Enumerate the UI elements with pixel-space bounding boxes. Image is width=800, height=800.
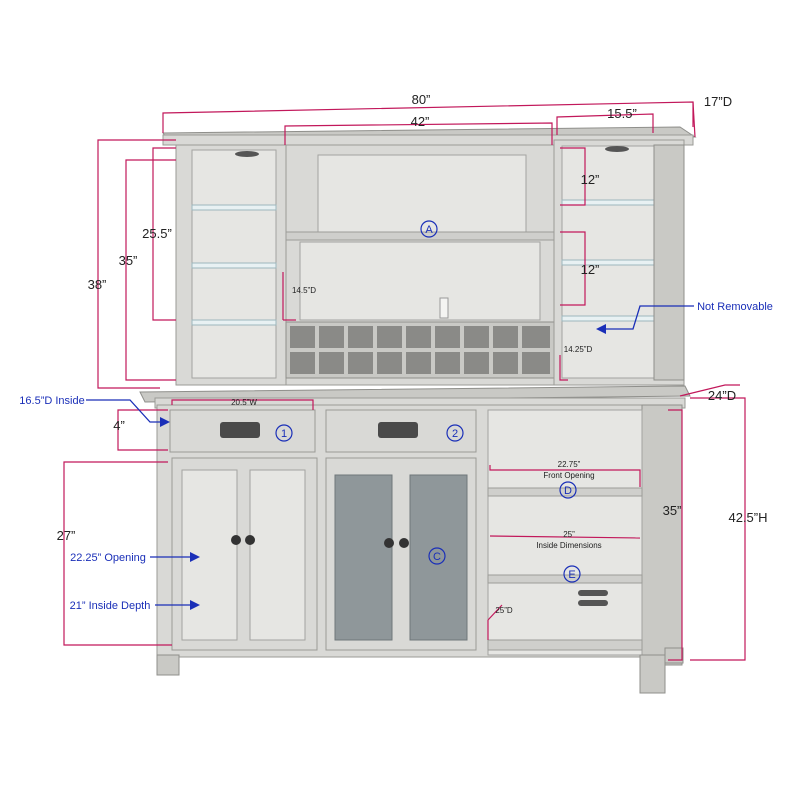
door-panel — [249, 469, 306, 641]
center-width-label: 42” — [411, 114, 430, 129]
light-icon — [605, 146, 629, 152]
knob-icon — [384, 538, 394, 548]
open-shelf — [487, 487, 643, 497]
leg — [156, 654, 180, 676]
base-cabinet — [139, 385, 691, 694]
seeded-glass — [334, 474, 393, 641]
not-removable-label: Not Removable — [697, 301, 773, 313]
open-depth-label: 25”D — [495, 606, 513, 615]
letter-markers: A 1 2 C D E — [275, 220, 581, 583]
glass-shelf — [561, 199, 655, 206]
overall-width-label: 80” — [412, 92, 431, 107]
inside-dim-label: Inside Dimensions — [536, 541, 601, 550]
marker-2-circle — [446, 424, 464, 442]
shelf-gap-mid-label: 12” — [581, 262, 600, 277]
center-shelf — [285, 231, 555, 241]
marker-e: E — [568, 569, 575, 581]
callout-labels: Not Removable 16.5”D Inside 22.25” Openi… — [19, 301, 773, 612]
glass-shelf — [191, 204, 277, 211]
left-mid-label: 35” — [119, 253, 138, 268]
drawer-height-label: 4” — [113, 418, 125, 433]
inside-dim-value: 25” — [563, 530, 575, 539]
hutch-top — [162, 126, 697, 386]
seeded-glass — [409, 474, 468, 641]
cord-hole-icon — [578, 600, 608, 606]
inside-depth-label: 21” Inside Depth — [70, 600, 151, 612]
drawer-width-label: 20.5”W — [231, 398, 257, 407]
leg — [664, 647, 684, 664]
shelf-gap-top-label: 12” — [581, 172, 600, 187]
marker-d-circle — [559, 481, 577, 499]
left-total-label: 38” — [88, 277, 107, 292]
knob-icon — [245, 535, 255, 545]
knob-icon — [231, 535, 241, 545]
marker-c-circle — [428, 547, 446, 565]
center-depth-label: 14.5”D — [292, 286, 316, 295]
marker-1: 1 — [281, 428, 287, 440]
dimension-labels: 80” 17”D 42” 15.5” 12” 12” 25.5” 35” 38”… — [57, 92, 768, 615]
right-height-label: 35” — [663, 503, 682, 518]
marker-1-circle — [275, 424, 293, 442]
base-depth-label: 24”D — [708, 388, 736, 403]
glass-shelf — [191, 262, 277, 269]
marker-a: A — [425, 224, 433, 236]
left-upper-label: 25.5” — [142, 226, 172, 241]
marker-c: C — [433, 551, 441, 563]
open-shelving — [487, 409, 643, 656]
open-shelf — [487, 639, 643, 651]
leg — [639, 654, 666, 694]
door-height-label: 27” — [57, 528, 76, 543]
wine-cubbies — [290, 326, 550, 374]
inside-depth-top-label: 16.5”D Inside — [19, 395, 84, 407]
open-shelf — [487, 574, 643, 584]
dimension-lines — [63, 101, 746, 661]
glass-shelf — [191, 319, 277, 326]
marker-a-circle — [420, 220, 438, 238]
marker-d: D — [564, 485, 572, 497]
marker-2: 2 — [452, 428, 458, 440]
front-opening-value: 22.75” — [558, 460, 581, 469]
top-depth-label: 17”D — [704, 94, 732, 109]
light-icon — [235, 151, 259, 157]
opening-label: 22.25” Opening — [70, 552, 146, 564]
wine-depth-label: 14.25”D — [564, 345, 593, 354]
glass-shelf — [561, 259, 655, 266]
knob-icon — [399, 538, 409, 548]
cord-hole-icon — [578, 590, 608, 596]
side-width-label: 15.5” — [607, 106, 637, 121]
glass-shelf — [561, 315, 655, 322]
drawer-handle-icon — [378, 422, 418, 438]
marker-e-circle — [563, 565, 581, 583]
drawer-handle-icon — [220, 422, 260, 438]
front-opening-label: Front Opening — [543, 471, 594, 480]
callout-arrows — [86, 305, 694, 610]
total-height-label: 42.5”H — [728, 510, 767, 525]
outlet-icon — [439, 297, 449, 319]
